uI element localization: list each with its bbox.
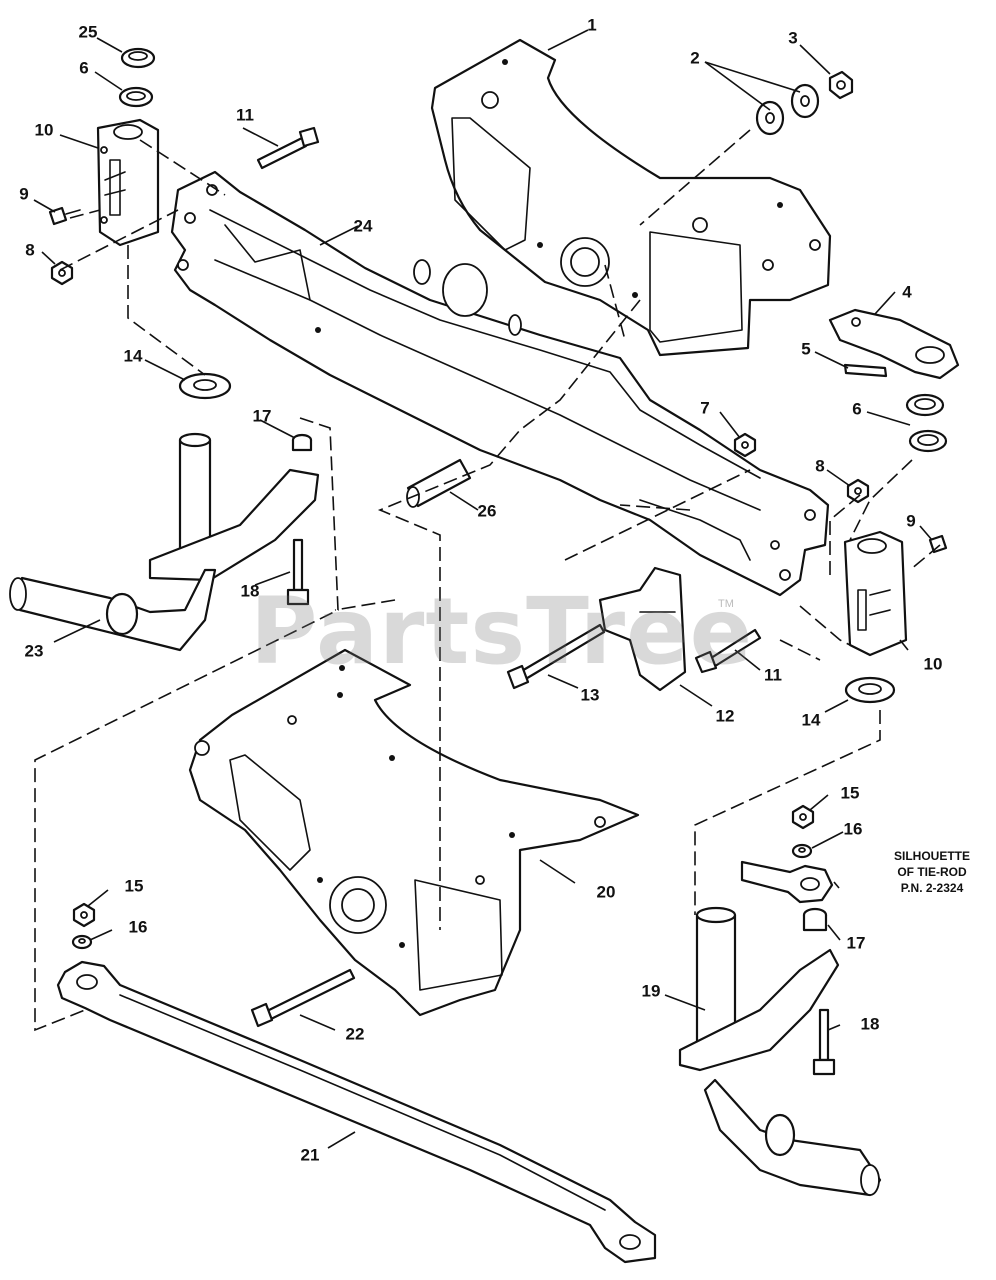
callout-17-left[interactable]: 17 [252,406,272,426]
part-11-bolt-right [694,628,762,674]
callout-3[interactable]: 3 [788,28,798,48]
callout-14-left[interactable]: 14 [123,346,143,366]
callout-9-left[interactable]: 9 [19,184,29,204]
note-line-1: SILHOUETTE [893,849,970,863]
callout-1[interactable]: 1 [587,15,597,35]
callout-16-left[interactable]: 16 [128,917,148,937]
callout-19[interactable]: 19 [641,981,661,1001]
part-16-lockwasher-left [71,934,93,950]
part-9-grease-fitting-right [928,534,948,554]
part-25-snap-ring [120,47,156,69]
note-line-2: OF TIE-ROD [897,865,967,880]
callout-8-right[interactable]: 8 [815,456,825,476]
part-11-bolt-left [256,126,320,170]
callout-14-right[interactable]: 14 [801,710,821,730]
part-22-bolt [250,968,356,1028]
part-21-tie-rod [56,960,657,1264]
tie-rod-silhouette [740,860,834,904]
callout-23[interactable]: 23 [24,641,44,661]
part-24-front-axle [170,170,830,597]
callout-6-right[interactable]: 6 [852,399,862,419]
part-20-lower-axle-bracket [188,648,640,1017]
callout-22[interactable]: 22 [345,1024,365,1044]
part-23-left-spindle [9,432,320,652]
callout-20[interactable]: 20 [596,882,616,902]
callout-17-right[interactable]: 17 [846,933,866,953]
part-16-lockwasher-right [791,843,813,859]
part-8-nut-left [50,260,74,286]
callout-26[interactable]: 26 [477,501,497,521]
part-26-sleeve [406,458,472,508]
assembly-dash-lines [34,129,941,1032]
callout-13[interactable]: 13 [580,685,600,705]
part-17-spacer-left [291,433,313,452]
part-6-washer-left [118,86,154,108]
part-2-washers [755,83,820,136]
callout-16-right[interactable]: 16 [843,819,863,839]
part-12-bracket [598,566,687,692]
callout-leaders [33,29,933,1149]
callout-18-left[interactable]: 18 [240,581,260,601]
part-17-spacer-right [802,907,828,932]
part-13-bolt [506,623,606,690]
callout-10-right[interactable]: 10 [923,654,943,674]
part-4-steering-arm [828,308,960,380]
callout-9-right[interactable]: 9 [906,511,916,531]
part-6-washers-right [905,393,948,453]
callout-25[interactable]: 25 [78,22,98,42]
callout-15-left[interactable]: 15 [124,876,144,896]
callout-4[interactable]: 4 [902,282,912,302]
part-14-washer-right [844,676,896,704]
callout-21[interactable]: 21 [300,1145,320,1165]
note-line-3: P.N. 2-2324 [900,881,964,896]
callout-2[interactable]: 2 [690,48,700,68]
tie-rod-silhouette-note: SILHOUETTE OF TIE-ROD P.N. 2-2324 [882,848,982,897]
part-15-nut-right [791,804,815,830]
part-10-left-spindle-block [96,118,160,247]
callout-18-right[interactable]: 18 [860,1014,880,1034]
part-19-right-spindle [678,906,882,1197]
callout-5[interactable]: 5 [801,339,811,359]
part-14-washer-left [178,372,232,400]
callout-11-right[interactable]: 11 [764,665,782,685]
part-18-bolt-left [286,538,310,606]
trademark-mark: TM [718,598,734,610]
part-10-right-spindle-block [843,530,908,657]
callout-12[interactable]: 12 [715,706,735,726]
callout-11-left[interactable]: 11 [236,105,254,125]
part-7-nut [733,432,757,458]
part-3-nut [828,70,854,100]
callout-10-left[interactable]: 10 [34,120,54,140]
part-15-nut-left [72,902,96,928]
callout-8-left[interactable]: 8 [25,240,35,260]
callout-15-right[interactable]: 15 [840,783,860,803]
part-18-bolt-right [812,1008,836,1076]
part-8-nut-right [846,478,870,504]
callout-7[interactable]: 7 [700,398,710,418]
callout-6-left[interactable]: 6 [79,58,89,78]
part-1-upper-axle-bracket [430,38,832,357]
part-5-pin [843,363,888,378]
callout-24[interactable]: 24 [353,216,373,236]
